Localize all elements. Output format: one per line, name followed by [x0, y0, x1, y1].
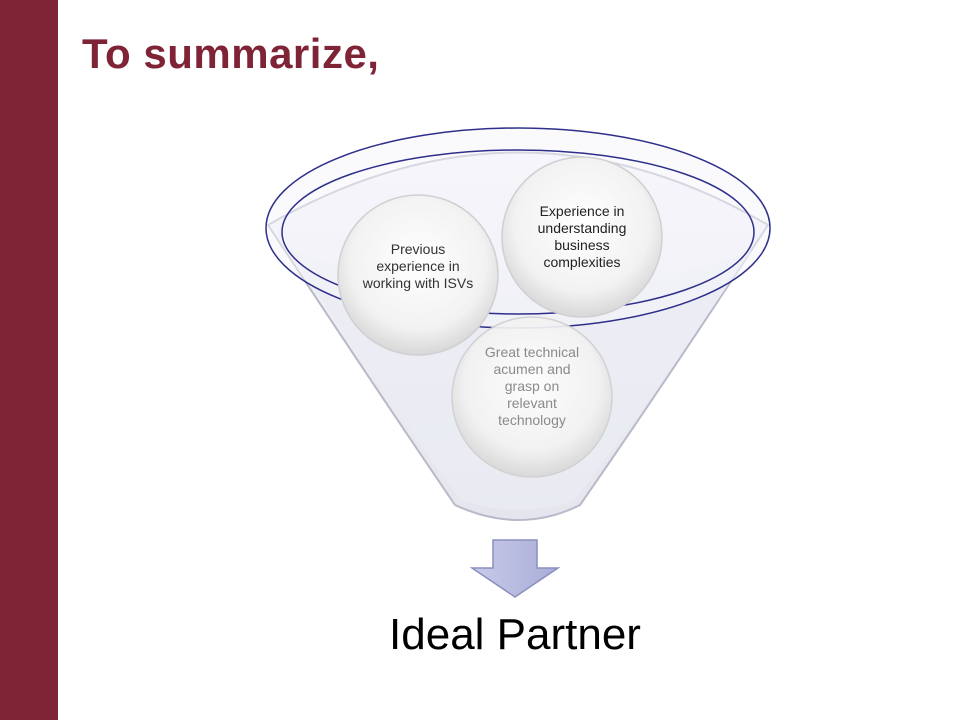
slide-title: To summarize, — [82, 30, 380, 77]
item-label-previous-experience: Previous experience in working with ISVs — [362, 241, 474, 291]
funnel-circle-business-complexities — [501, 156, 663, 318]
item-label-business-complexities: Experience in understanding business com… — [537, 203, 627, 270]
accent-side-bar — [0, 0, 58, 720]
result-label: Ideal Partner — [389, 610, 641, 659]
item-label-technical-acumen: Great technical acumen and grasp on rele… — [484, 344, 580, 428]
funnel-circle-technical-acumen — [451, 316, 613, 478]
funnel-circle-previous-experience — [337, 194, 499, 356]
funnel-rim-inner — [281, 149, 755, 315]
down-arrow-icon — [469, 539, 561, 598]
